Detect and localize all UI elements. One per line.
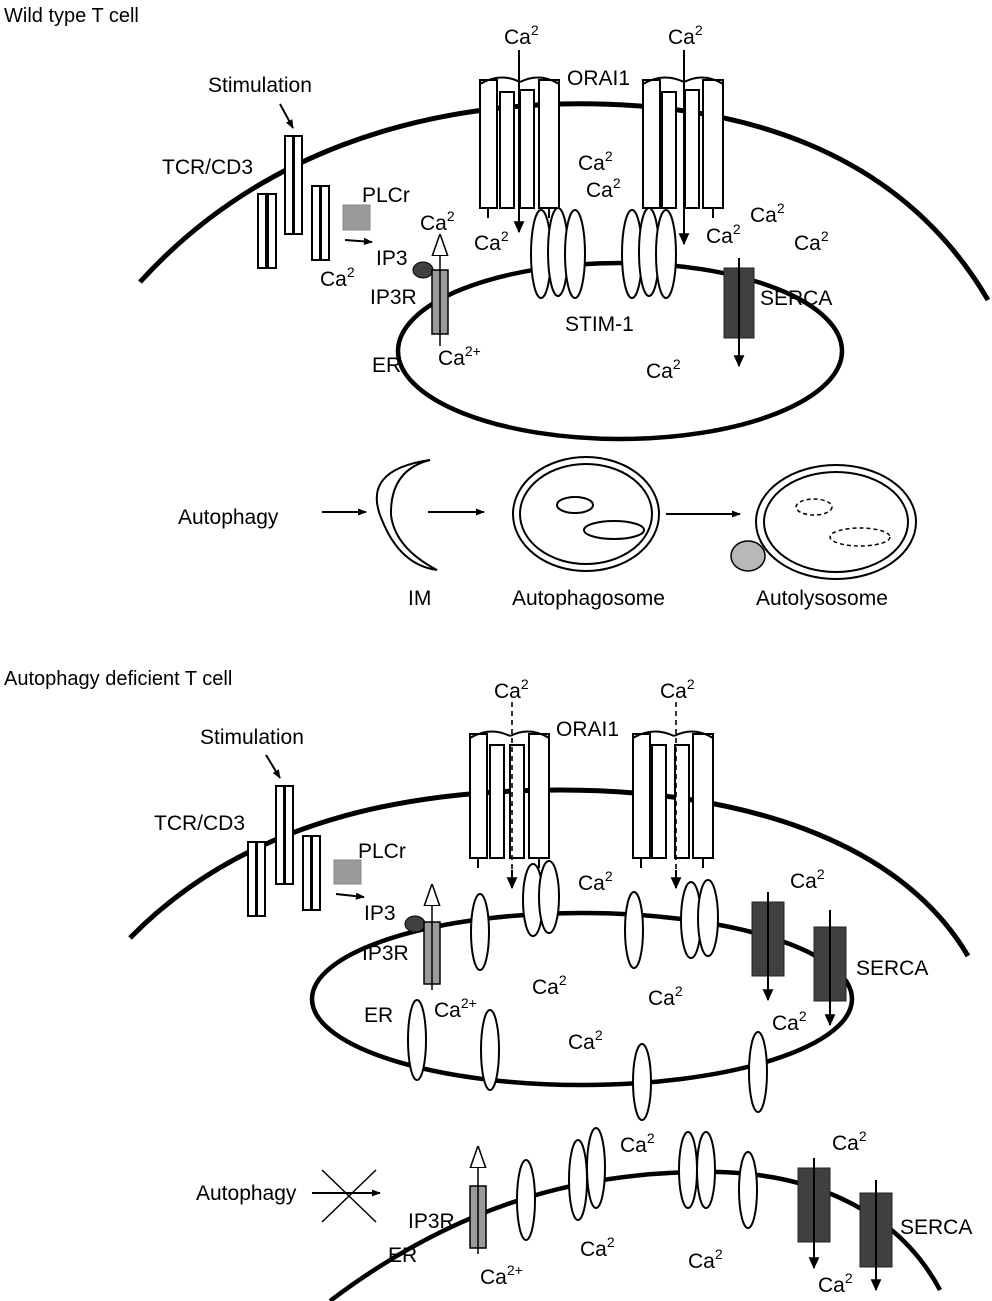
tcr-cd3-complex-deficient: [247, 785, 321, 917]
serca-label-accumulated: SERCA: [900, 1216, 972, 1239]
er-label-deficient: ER: [364, 1004, 393, 1027]
stim1-scattered-deficient: [407, 860, 768, 1121]
plcr-label: PLCr: [362, 184, 410, 207]
stim1-cluster-right: [621, 207, 677, 299]
ca-center-label-deficient: Ca2: [578, 868, 613, 895]
ca-er-lumen-label-deficient-3: Ca2: [568, 1027, 603, 1054]
orai1-channel-left-deficient: [469, 730, 550, 868]
panel-autophagy-deficient: Autophagy deficient T cell Stimulation T…: [4, 668, 972, 1301]
stim1-label: STIM-1: [565, 313, 634, 336]
ca-ip3r-accumulated-label: Ca2+: [480, 1262, 523, 1289]
ca-er-lumen-label: Ca2: [646, 356, 681, 383]
stim1-cluster-left: [530, 207, 586, 299]
lysosome: [730, 540, 766, 572]
ca-right-label-deficient: Ca2: [790, 866, 825, 893]
stimulation-arrow-deficient: [265, 754, 281, 779]
ca-orai-right-label: Ca2: [668, 22, 703, 49]
ca-cytosol-right-label-1: Ca2: [750, 200, 785, 227]
stimulation-arrow: [279, 103, 294, 129]
orai1-label-deficient: ORAI1: [556, 718, 619, 741]
ca-center-label-2: Ca2: [586, 175, 621, 202]
autolysosome: [730, 464, 917, 580]
ca-er-ip3r-label-deficient: Ca2+: [434, 995, 477, 1022]
orai1-label: ORAI1: [567, 67, 630, 90]
stimulation-label-deficient: Stimulation: [200, 726, 304, 749]
ip3-molecule-deficient: [404, 915, 426, 933]
ip3-label: IP3: [376, 247, 408, 270]
ip3r-label: IP3R: [370, 286, 417, 309]
ca-cytosol-right-label-2: Ca2: [794, 228, 829, 255]
ca-accumulated-label-1: Ca2: [580, 1234, 615, 1261]
ca-er-lumen-label-deficient-1: Ca2: [532, 972, 567, 999]
ca-accumulated-label-2: Ca2: [688, 1246, 723, 1273]
ca-right-stim-label: Ca2: [706, 221, 741, 248]
ip3r-label-deficient: IP3R: [362, 942, 409, 965]
er-label: ER: [372, 354, 401, 377]
ca-left-stim-label: Ca2: [474, 228, 509, 255]
panel-title-autophagy-deficient: Autophagy deficient T cell: [4, 668, 232, 690]
autophagy-label: Autophagy: [178, 506, 279, 529]
ip3-molecule: [412, 261, 434, 279]
stim1-accumulated: [516, 1127, 758, 1241]
plcr-square-deficient: [333, 859, 362, 885]
er-membrane: [395, 260, 845, 442]
plcr-label-deficient: PLCr: [358, 840, 406, 863]
ip3-label-deficient: IP3: [364, 902, 396, 925]
plcr-arrow: [344, 237, 373, 245]
ca-ip3r-top-label: Ca2: [420, 208, 455, 235]
tcr-cd3-complex: [257, 135, 330, 269]
autolysosome-label: Autolysosome: [756, 587, 888, 610]
ca-er-ip3r-label: Ca2+: [438, 343, 481, 370]
er-membrane-deficient: [309, 910, 855, 1088]
ca-serca-label-deficient: Ca2: [772, 1008, 807, 1035]
stimulation-label: Stimulation: [208, 74, 312, 97]
plasma-membrane: [138, 101, 991, 302]
autophagosome-label: Autophagosome: [512, 587, 665, 610]
panel-title-wild-type: Wild type T cell: [4, 5, 139, 27]
ca-orai-right-label-deficient: Ca2: [660, 676, 695, 703]
ca-accumulated-top-label: Ca2: [620, 1130, 655, 1157]
plcr-square: [342, 204, 371, 231]
plcr-arrow-deficient: [335, 892, 365, 900]
orai1-channel-right: [642, 76, 724, 218]
blocked-cross-2: [321, 1169, 377, 1223]
autophagy-label-deficient: Autophagy: [196, 1182, 297, 1205]
orai1-channel-right-deficient: [632, 730, 714, 868]
autophagosome: [512, 456, 660, 572]
serca-label: SERCA: [760, 287, 832, 310]
isolation-membrane: [375, 459, 438, 571]
ca-cytosol-label: Ca2: [320, 264, 355, 291]
ca-center-label-1: Ca2: [578, 148, 613, 175]
ca-serca-accumulated-label: Ca2: [818, 1270, 853, 1297]
serca-label-deficient: SERCA: [856, 957, 928, 980]
ca-orai-left-label-deficient: Ca2: [494, 676, 529, 703]
tcr-cd3-label: TCR/CD3: [162, 156, 253, 179]
er-label-accumulated: ER: [388, 1244, 417, 1267]
im-label: IM: [408, 587, 431, 610]
tcr-cd3-label-deficient: TCR/CD3: [154, 812, 245, 835]
ip3r-label-er-accumulated: IP3R: [408, 1210, 455, 1233]
ca-orai-left-label: Ca2: [504, 22, 539, 49]
orai1-channel-left: [479, 76, 560, 218]
ca-accumulated-right-label: Ca2: [832, 1128, 867, 1155]
ca-er-lumen-label-deficient-2: Ca2: [648, 983, 683, 1010]
panel-wild-type: Wild type T cell Stimulation TCR/CD3 PLC…: [4, 5, 991, 610]
